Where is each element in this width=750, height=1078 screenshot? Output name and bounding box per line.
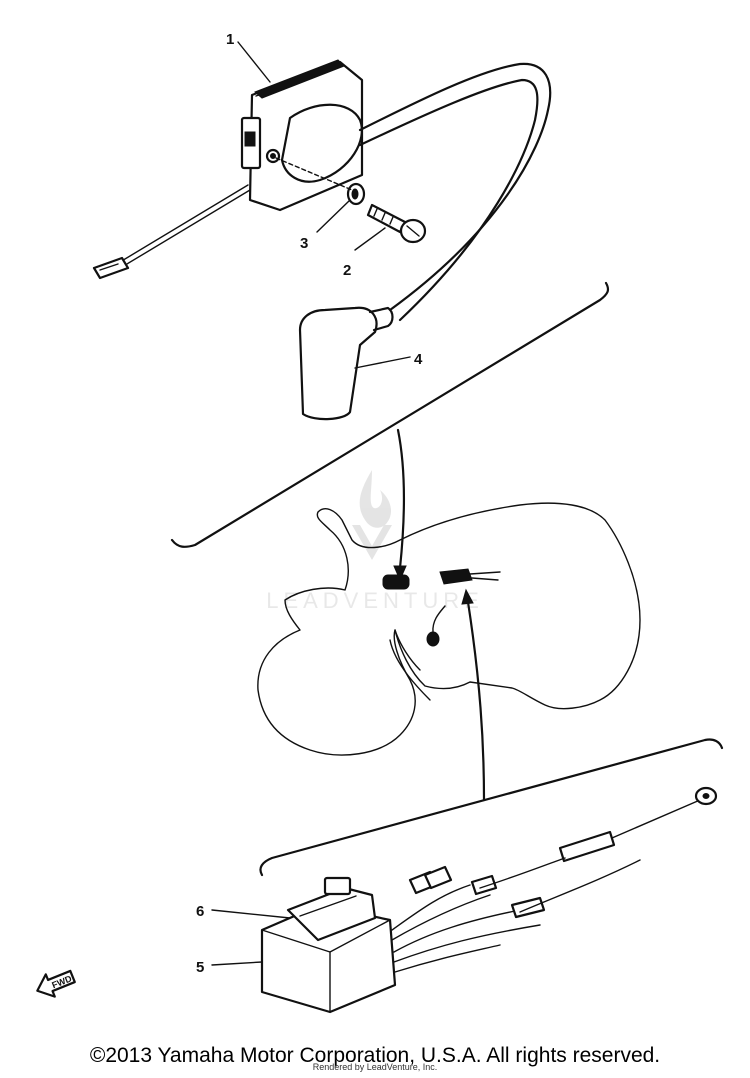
callout-6: 6 <box>196 903 204 920</box>
callout-1: 1 <box>226 31 234 48</box>
callout-leader-4 <box>354 356 411 369</box>
callout-leader-6 <box>211 909 291 919</box>
upper-divider-line <box>170 281 610 548</box>
callout-2: 2 <box>343 262 351 279</box>
watermark-text: LEADVENTURE <box>266 588 484 613</box>
screw <box>275 157 427 244</box>
ground-terminal <box>426 631 440 647</box>
callout-leader-3 <box>316 199 351 233</box>
lower-divider-line <box>259 738 724 877</box>
forward-arrow-icon: FWD <box>36 969 76 998</box>
connection-arrow-head-lower <box>461 588 474 605</box>
cdi-box <box>260 876 397 1014</box>
callout-3: 3 <box>300 235 308 252</box>
callout-4: 4 <box>414 351 423 368</box>
cdi-magneto-unit <box>92 59 552 322</box>
connection-arrow-lower <box>466 600 486 802</box>
motorcycle-outline <box>257 502 641 756</box>
wiring-harness <box>391 786 718 973</box>
callout-leader-1 <box>237 41 271 83</box>
spark-plug-cap <box>298 306 394 421</box>
watermark: LEADVENTURE <box>266 470 484 613</box>
plug-connector-left <box>382 574 410 590</box>
washer <box>346 182 366 206</box>
callout-leader-5 <box>211 961 263 966</box>
copyright-notice: ©2013 Yamaha Motor Corporation, U.S.A. A… <box>89 1044 661 1067</box>
watermark-flame-icon <box>359 470 392 528</box>
rendered-by-notice: Rendered by LeadVenture, Inc. <box>312 1062 438 1072</box>
callout-5: 5 <box>196 959 204 976</box>
callout-leader-2 <box>354 227 386 251</box>
connection-arrow-upper <box>396 428 405 570</box>
plug-connector-right <box>439 568 473 585</box>
connection-arrow-head-upper <box>393 565 407 582</box>
